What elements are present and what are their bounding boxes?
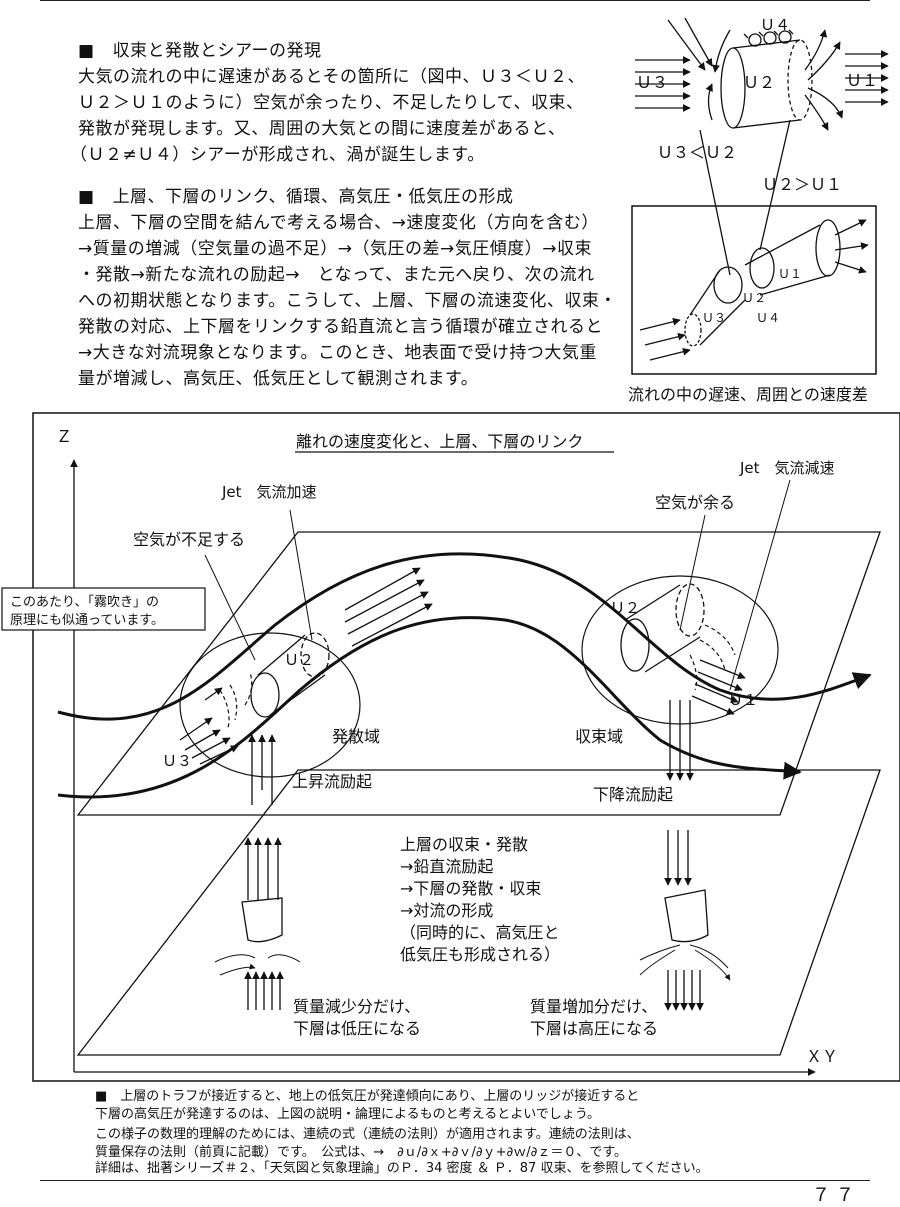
flow-diagram-caption: 流れの中の遅速、周囲との速度差	[628, 385, 868, 404]
section1-line: （Ｕ２≠Ｕ４）シアーが形成され、渦が誕生します。	[70, 145, 485, 165]
center-text-line: （同時的に、高気圧と	[400, 923, 560, 942]
jet-decel-label: Jet 気流減速	[739, 459, 835, 477]
u2-left-label: Ｕ２	[284, 651, 314, 669]
section2-line: ・発散→新たな流れの励起→ となって、また元へ戻り、次の流れ	[78, 265, 595, 285]
footer-line: 詳細は、拙著シリーズ＃２、「天気図と気象理論」のＰ．34 密度 ＆ Ｐ．87 収…	[95, 1161, 709, 1176]
box-u4-label: Ｕ４	[756, 311, 780, 325]
footer-line: 質量保存の法則（前頁に記載）です。 公式は、→ ∂ｕ/∂ｘ+∂ｖ/∂ｙ+∂ｗ/∂…	[95, 1145, 628, 1160]
relation-u3-u2: Ｕ３＜Ｕ２	[657, 143, 737, 162]
convergence-zone-label: 収束域	[575, 727, 623, 746]
center-text-line: →下層の発散・収束	[400, 879, 541, 898]
center-text-line: 上層の収束・発散	[400, 835, 528, 854]
air-excess-label: 空気が余る	[655, 493, 735, 512]
high-pressure-line: 下層は高圧になる	[530, 1019, 658, 1038]
z-axis-label: Ｚ	[56, 427, 72, 446]
u4-label: Ｕ４	[760, 16, 790, 34]
center-text-line: →鉛直流励起	[400, 857, 493, 876]
center-text-line: →対流の形成	[400, 901, 493, 920]
u3-left-label: Ｕ３	[162, 752, 192, 770]
footer-line: 下層の高気圧が発達するのは、上図の説明・論理によるものと考えるとよいでしょう。	[95, 1107, 601, 1122]
main-diagram-title: 離れの速度変化と、上層、下層のリンク	[296, 432, 583, 451]
upper-lower-link-diagram: Ｚ ＸＹ 離れの速度変化と、上層、下層のリンク Jet 気流加速 Jet 気流減…	[1, 412, 900, 1082]
section1-line: Ｕ２＞Ｕ１のように）空気が余ったり、不足したりして、収束、	[78, 93, 584, 113]
high-pressure-line: 質量増加分だけ、	[530, 997, 657, 1016]
air-shortage-label: 空気が不足する	[133, 530, 245, 549]
low-pressure-line: 質量減少分だけ、	[293, 997, 420, 1016]
section2-line: →質量の増減（空気量の過不足）→（気圧の差→気圧傾度）→収束	[78, 239, 592, 259]
section2-title: 上層、下層のリンク、循環、高気圧・低気圧の形成	[78, 184, 514, 210]
section2-line: への初期状態となります。こうして、上層、下層の流速変化、収束・	[78, 291, 617, 311]
low-pressure-line: 下層は低圧になる	[293, 1019, 421, 1038]
updraft-label: 上昇流励起	[292, 772, 372, 791]
note-line: 原理にも似通っています。	[10, 613, 164, 628]
u3-label: Ｕ３	[636, 73, 668, 92]
section2-line: 発散の対応、上下層をリンクする鉛直流と言う循環が確立されると	[78, 317, 603, 337]
section2-line: 上層、下層の空間を結んで考える場合、→速度変化（方向を含む）	[78, 213, 599, 233]
downdraft-label: 下降流励起	[593, 785, 673, 804]
footer-line: ■ 上層のトラフが接近すると、地上の低気圧が発達傾向にあり、上層のリッジが接近す…	[95, 1089, 640, 1104]
center-text-line: 低気圧も形成される）	[400, 945, 560, 964]
note-line: このあたり、「霧吹き」の	[10, 595, 159, 610]
jet-accel-label: Jet 気流加速	[221, 483, 317, 501]
box-u2-label: Ｕ２	[742, 291, 766, 305]
section1-line: 発散が発現します。又、周囲の大気との間に速度差があると、	[78, 119, 566, 139]
section2-line: →大きな対流現象となります。このとき、地表面で受け持つ大気重	[78, 343, 597, 363]
divergence-zone-label: 発散域	[332, 727, 380, 746]
u1-label: Ｕ１	[846, 71, 878, 90]
u2-right-label: Ｕ２	[610, 599, 640, 617]
bottom-rule	[40, 1180, 870, 1181]
relation-u2-u1: Ｕ２＞Ｕ１	[762, 175, 842, 194]
xy-axis-label: ＸＹ	[806, 1047, 838, 1066]
section1-title: 収束と発散とシアーの発現	[78, 38, 322, 64]
footer-line: この様子の数理的理解のためには、連続の式（連続の法則）が適用されます。連続の法則…	[95, 1127, 640, 1142]
flow-speed-diagram: Ｕ４ Ｕ３ Ｕ２ Ｕ１ Ｕ３＜Ｕ２ Ｕ２＞Ｕ１ Ｕ１ Ｕ２ Ｕ３ Ｕ４ 流れの中…	[628, 16, 889, 404]
u2-label: Ｕ２	[743, 73, 775, 92]
box-u1-label: Ｕ１	[778, 267, 802, 281]
section2-line: 量が増減し、高気圧、低気圧として観測されます。	[78, 369, 479, 389]
top-rule	[40, 0, 870, 1]
section1-line: 大気の流れの中に遅速があるとその箇所に（図中、Ｕ３＜Ｕ２、	[78, 67, 585, 87]
page-number: ７７	[812, 1185, 860, 1206]
box-u3-label: Ｕ３	[702, 311, 726, 325]
u1-right-label: Ｕ１	[728, 691, 758, 709]
